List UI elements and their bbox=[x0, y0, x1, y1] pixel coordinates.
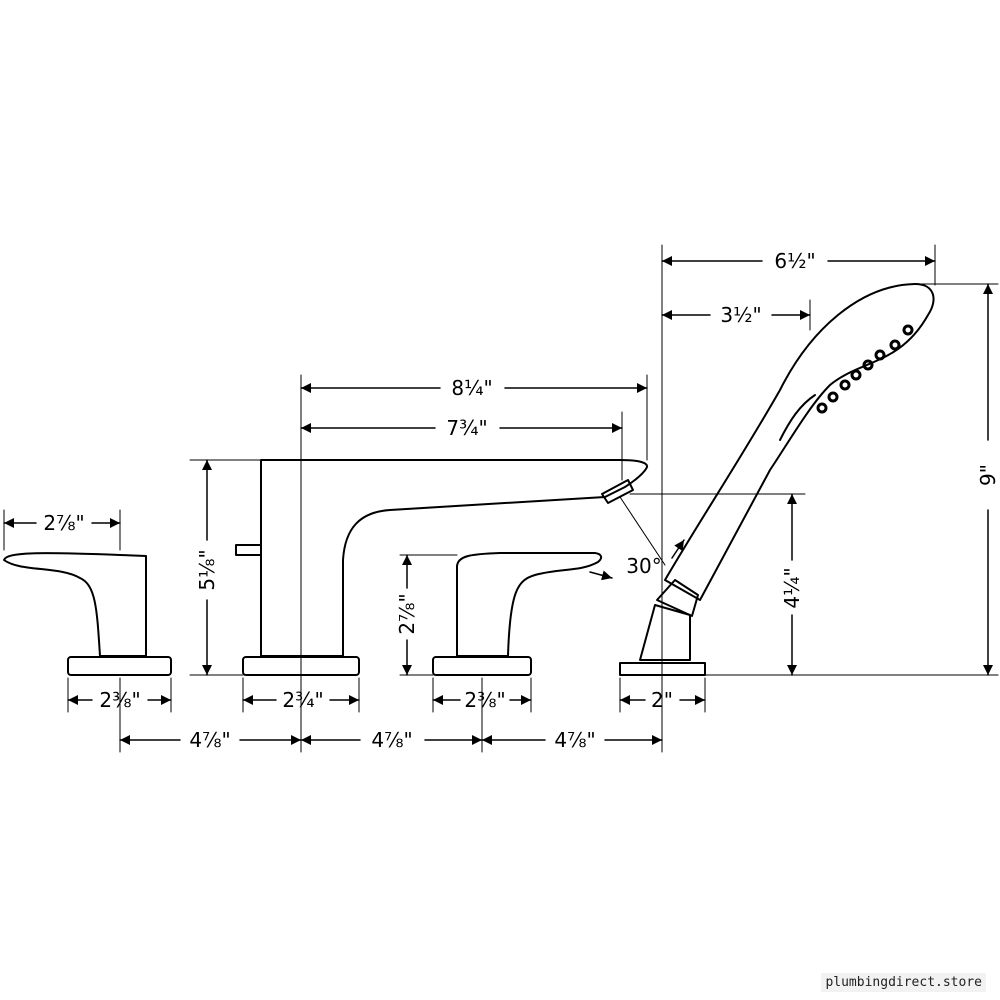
spray-angle-label: 30° bbox=[626, 554, 661, 578]
handshower-holder-height-label: 4¼" bbox=[780, 567, 804, 608]
spout-reach-outlet-label: 7¾" bbox=[446, 416, 487, 440]
right-handle-height-label: 2⅞" bbox=[395, 593, 419, 634]
right-handle bbox=[432, 552, 603, 676]
spacing-1-label: 4⅞" bbox=[189, 728, 230, 752]
spout-base-width-label: 2¾" bbox=[282, 688, 323, 712]
left-handle bbox=[3, 552, 172, 676]
handshower-reach-total-label: 6½" bbox=[774, 249, 815, 273]
dimension-labels: 2⅞" 2⅜" 4⅞" 2¾" 4⅞" 2⅜" 4⅞" 2" 8¼" 7¾" 6… bbox=[43, 249, 1000, 752]
handshower-reach-mid-label: 3½" bbox=[720, 303, 761, 327]
spacing-2-label: 4⅞" bbox=[371, 728, 412, 752]
dimension-lines bbox=[3, 256, 993, 745]
hand-shower bbox=[619, 283, 935, 676]
left-base-width-label: 2⅜" bbox=[99, 688, 140, 712]
watermark: plumbingdirect.store bbox=[821, 973, 986, 992]
handshower-height-total-label: 9" bbox=[976, 464, 1000, 486]
spout-reach-total-label: 8¼" bbox=[451, 376, 492, 400]
spacing-3-label: 4⅞" bbox=[554, 728, 595, 752]
handshower-base-width-label: 2" bbox=[651, 688, 673, 712]
spout-height-label: 5⅛" bbox=[195, 549, 219, 590]
left-handle-width-label: 2⅞" bbox=[43, 511, 84, 535]
right-base-width-label: 2⅜" bbox=[464, 688, 505, 712]
